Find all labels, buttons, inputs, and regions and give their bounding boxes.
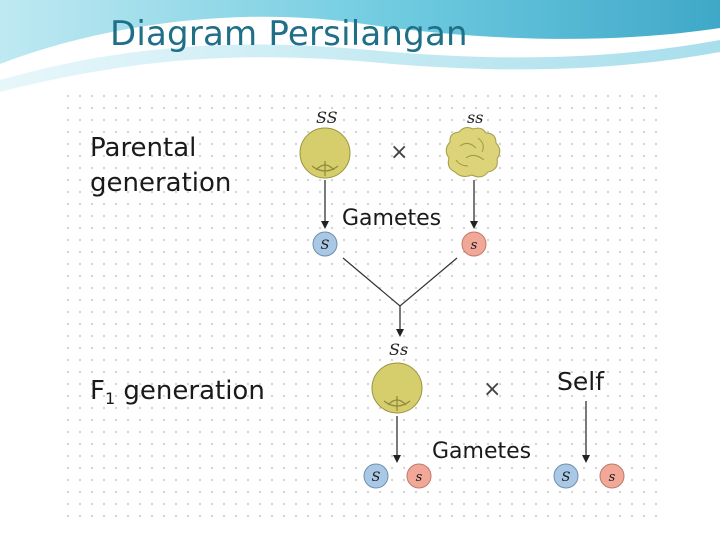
parental-cross-symbol: ×	[390, 140, 409, 165]
parental-label-line1: Parental	[90, 133, 197, 163]
f1-label-subscript: 1	[104, 389, 116, 408]
f1-label-prefix: F	[90, 376, 105, 406]
f1-genotype: Ss	[389, 340, 409, 359]
slide-title: Diagram Persilangan	[110, 14, 468, 54]
self-label: Self	[557, 367, 604, 396]
f1-cross-symbol: ×	[483, 377, 502, 402]
parental-label-line2: generation	[90, 168, 232, 198]
parent-genotype-left: SS	[316, 108, 338, 127]
f1-label-suffix: generation	[115, 376, 265, 406]
parental-generation-label: Parental generation	[90, 131, 231, 201]
parental-gametes-label: Gametes	[342, 206, 442, 231]
parent-genotype-right: ss	[467, 108, 484, 127]
f1-generation-label: F1 generation	[90, 374, 265, 416]
f1-gametes-label: Gametes	[432, 439, 532, 464]
